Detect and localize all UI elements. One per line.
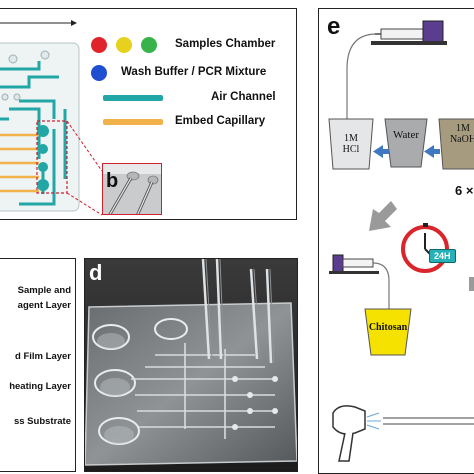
panel-a: Samples Chamber Wash Buffer / PCR Mixtur… (0, 8, 297, 220)
process-diagram (328, 20, 474, 462)
layer-film: d Film Layer (15, 351, 71, 362)
panel-e: e (318, 8, 474, 474)
legend-label: Wash Buffer / PCR Mixture (121, 66, 267, 78)
layer-glass-substrate: ss Substrate (13, 416, 71, 427)
hair-dryer (332, 405, 474, 462)
green-dot-icon (141, 37, 157, 53)
beaker-line: 1M (456, 123, 470, 134)
panel-c: Sample and agent Layer d Film Layer heat… (0, 258, 76, 472)
layer-heating: heating Layer (9, 381, 71, 392)
red-dot-icon (91, 37, 107, 53)
beaker-hcl-label: 1M HCl (333, 133, 369, 155)
layer-line: Sample and (17, 285, 71, 296)
panel-e-label: e (327, 13, 341, 40)
chitosan-label: Chitosan (368, 322, 408, 333)
legend-label: Air Channel (211, 91, 276, 103)
orange-bar-icon (103, 119, 163, 125)
beaker-line: NaOH (449, 134, 474, 145)
legend-label: Samples Chamber (175, 38, 276, 50)
blue-dot-icon (91, 65, 107, 81)
legend-label: Embed Capillary (175, 115, 266, 127)
panel-b-label: b (106, 170, 119, 192)
chip-photo (85, 259, 297, 471)
beaker-line: HCl (342, 144, 360, 155)
panel-d: d (84, 258, 298, 472)
panel-d-label: d (89, 260, 103, 285)
syringe-pump-mid (329, 254, 379, 274)
teal-bar-icon (103, 95, 163, 101)
beaker-water-label: Water (393, 129, 419, 141)
layer-line: agent Layer (17, 300, 71, 311)
chip-schematic (0, 20, 103, 216)
yellow-dot-icon (116, 37, 132, 53)
timer-badge: 24H (429, 249, 456, 263)
beaker-naoh-label: 1M NaOH (441, 123, 474, 145)
repeat-count: 6 × (455, 183, 474, 198)
layer-sample-reagent: Sample and agent Layer (18, 283, 71, 313)
syringe-pump-top (371, 20, 447, 45)
inset-b: b (102, 163, 162, 215)
capillary-photo (103, 164, 161, 214)
beaker-line: 1M (344, 133, 358, 144)
